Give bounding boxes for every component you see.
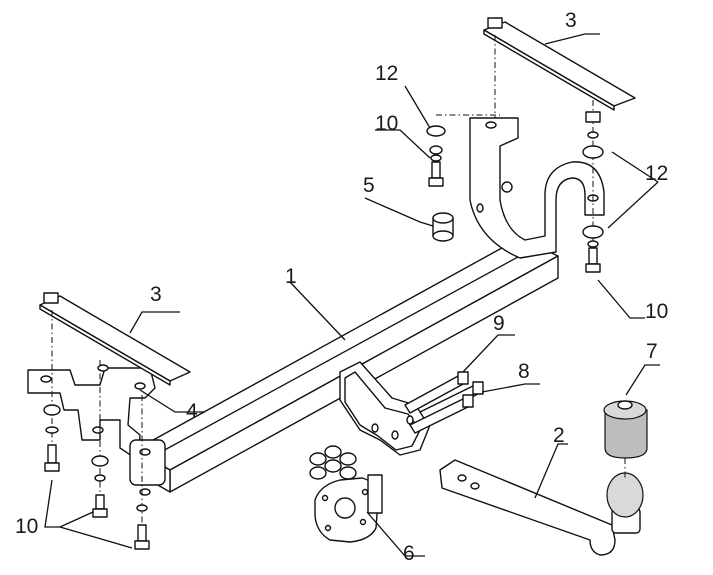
tow-ball-neck [439, 459, 644, 556]
callout-12-top: 12 [375, 62, 398, 85]
callout-3-left: 3 [150, 283, 162, 306]
callout-8: 8 [518, 360, 530, 383]
clamp-strip-left [39, 292, 191, 386]
top-fastener-stack [426, 125, 446, 187]
long-bolts [404, 371, 484, 434]
left-side-bracket [27, 364, 156, 461]
callout-6: 6 [403, 542, 415, 565]
right-side-bracket [469, 117, 605, 259]
clamp-strip-top [483, 17, 636, 111]
beam-end-plate [129, 439, 166, 496]
leader-lines [44, 33, 660, 557]
rubber-spacer [432, 212, 454, 242]
right-fastener-stack [582, 111, 604, 273]
callout-2: 2 [553, 424, 565, 447]
callout-10-top: 10 [375, 112, 398, 135]
callout-7: 7 [646, 340, 658, 363]
callout-12-right: 12 [645, 162, 668, 185]
callout-10-left: 10 [15, 515, 38, 538]
nut-cluster [309, 445, 357, 480]
callout-1: 1 [285, 265, 297, 288]
callout-4: 4 [186, 400, 198, 423]
tow-ball-cap [603, 400, 648, 478]
callout-5: 5 [363, 174, 375, 197]
callout-9: 9 [493, 312, 505, 335]
electric-socket-plate [314, 474, 383, 543]
callout-10-right: 10 [645, 300, 668, 323]
callout-labels: 3 3 4 1 5 12 10 12 10 9 8 7 2 6 10 [15, 9, 668, 565]
ball-mount-bracket [339, 361, 431, 456]
left-fastener-stack [43, 404, 150, 550]
callout-3-top: 3 [565, 9, 577, 32]
